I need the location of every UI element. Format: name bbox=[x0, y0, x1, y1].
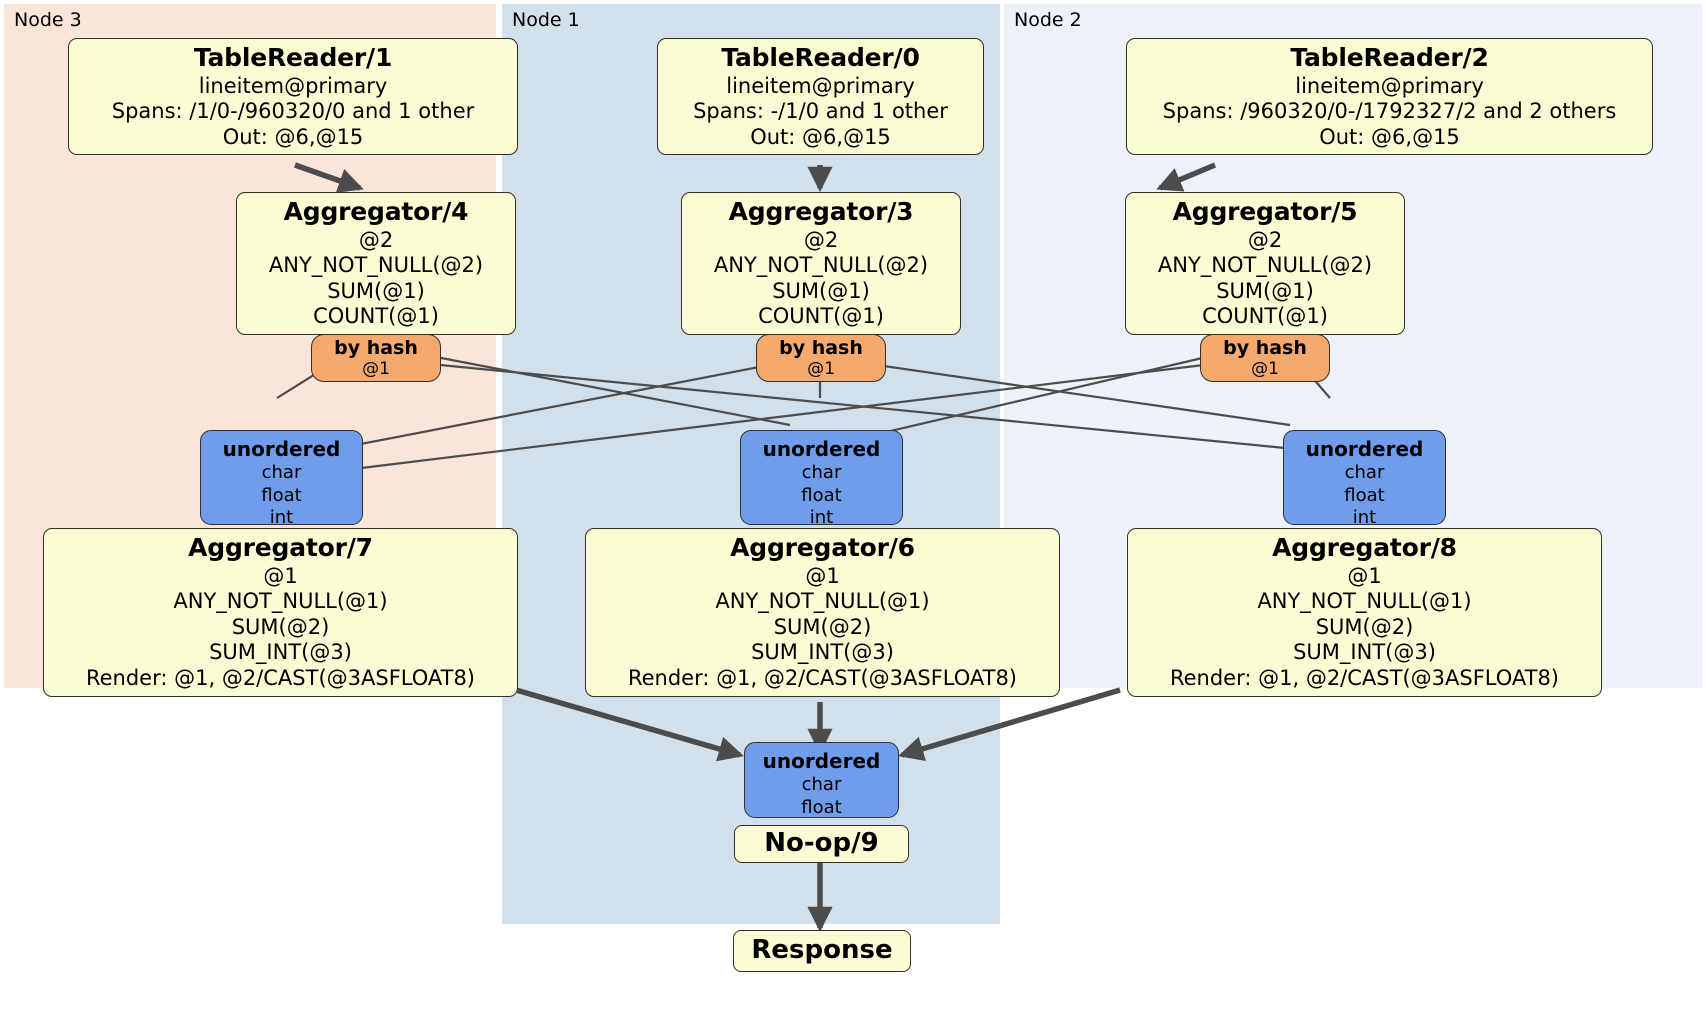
synchronizer-title: unordered bbox=[762, 437, 881, 461]
processor-detail-line: Out: @6,@15 bbox=[1319, 124, 1460, 149]
synchronizer-type: float bbox=[261, 484, 302, 506]
processor-detail-line: @2 bbox=[803, 227, 839, 252]
processor-detail-line: SUM_INT(@3) bbox=[209, 640, 352, 665]
synchronizer-type: int bbox=[269, 507, 294, 528]
processor-detail-line: ANY_NOT_NULL(@2) bbox=[268, 253, 484, 278]
processor-detail-line: lineitem@primary bbox=[198, 73, 388, 98]
processor-detail-line: SUM(@2) bbox=[773, 614, 872, 639]
processor-detail-line: SUM(@2) bbox=[1315, 614, 1414, 639]
processor-detail-line: @1 bbox=[1347, 563, 1382, 588]
router-title: by hash bbox=[1223, 337, 1307, 359]
router-by-hash-center[interactable]: by hash @1 bbox=[756, 334, 886, 382]
processor-detail-line: Spans: -/1/0 and 1 other bbox=[693, 99, 948, 124]
processor-aggregator-3[interactable]: Aggregator/3 @2 ANY_NOT_NULL(@2) SUM(@1)… bbox=[681, 192, 961, 335]
processor-title: Response bbox=[751, 935, 893, 966]
processor-detail-line: SUM(@1) bbox=[772, 278, 870, 303]
processor-aggregator-6[interactable]: Aggregator/6 @1 ANY_NOT_NULL(@1) SUM(@2)… bbox=[585, 528, 1060, 697]
processor-detail-line: COUNT(@1) bbox=[313, 304, 439, 329]
synchronizer-title: unordered bbox=[222, 437, 341, 461]
synchronizer-title: unordered bbox=[762, 749, 881, 773]
processor-detail-line: COUNT(@1) bbox=[1202, 304, 1328, 329]
processor-detail-line: ANY_NOT_NULL(@1) bbox=[1257, 589, 1472, 614]
processor-aggregator-5[interactable]: Aggregator/5 @2 ANY_NOT_NULL(@2) SUM(@1)… bbox=[1125, 192, 1405, 335]
synchronizer-type: float bbox=[801, 796, 842, 818]
router-detail: @1 bbox=[807, 358, 835, 379]
processor-title: Aggregator/7 bbox=[188, 533, 373, 562]
processor-detail-line: ANY_NOT_NULL(@1) bbox=[715, 589, 930, 614]
processor-aggregator-4[interactable]: Aggregator/4 @2 ANY_NOT_NULL(@2) SUM(@1)… bbox=[236, 192, 516, 335]
synchronizer-type: char bbox=[1344, 462, 1385, 483]
processor-title: Aggregator/3 bbox=[728, 197, 914, 226]
processor-aggregator-7[interactable]: Aggregator/7 @1 ANY_NOT_NULL(@1) SUM(@2)… bbox=[43, 528, 518, 697]
synchronizer-type: int bbox=[1352, 507, 1377, 528]
processor-tablereader-0[interactable]: TableReader/0 lineitem@primary Spans: -/… bbox=[657, 38, 984, 156]
processor-detail-line: SUM(@2) bbox=[231, 614, 330, 639]
synchronizer-type: char bbox=[261, 462, 302, 483]
processor-detail-line: SUM(@1) bbox=[1216, 278, 1314, 303]
processor-response[interactable]: Response bbox=[733, 930, 911, 972]
processor-detail-line: @2 bbox=[358, 227, 394, 252]
processor-detail-line: SUM(@1) bbox=[327, 278, 425, 303]
router-title: by hash bbox=[779, 337, 863, 359]
processor-detail-line: Out: @6,@15 bbox=[750, 124, 891, 149]
router-by-hash-left[interactable]: by hash @1 bbox=[311, 334, 441, 382]
router-detail: @1 bbox=[1251, 358, 1279, 379]
processor-title: TableReader/2 bbox=[1290, 43, 1489, 72]
synchronizer-title: unordered bbox=[1305, 437, 1424, 461]
synchronizer-unordered-center[interactable]: unordered char float int bbox=[740, 430, 903, 528]
processor-detail-line: @2 bbox=[1247, 227, 1283, 252]
processor-detail-line: COUNT(@1) bbox=[758, 304, 884, 329]
router-title: by hash bbox=[334, 337, 418, 359]
processor-detail-line: Spans: /960320/0-/1792327/2 and 2 others bbox=[1162, 99, 1617, 124]
processor-tablereader-2[interactable]: TableReader/2 lineitem@primary Spans: /9… bbox=[1126, 38, 1653, 156]
processor-title: No-op/9 bbox=[764, 828, 879, 859]
processor-title: Aggregator/8 bbox=[1272, 533, 1457, 562]
processor-title: TableReader/1 bbox=[193, 43, 393, 72]
processor-detail-line: @1 bbox=[263, 563, 298, 588]
router-by-hash-right[interactable]: by hash @1 bbox=[1200, 334, 1330, 382]
region-node-3-label: Node 3 bbox=[14, 9, 82, 31]
synchronizer-unordered-right[interactable]: unordered char float int bbox=[1283, 430, 1446, 528]
synchronizer-type: int bbox=[809, 507, 834, 528]
processor-title: Aggregator/5 bbox=[1172, 197, 1358, 226]
processor-detail-line: ANY_NOT_NULL(@1) bbox=[173, 589, 388, 614]
region-node-2-label: Node 2 bbox=[1014, 9, 1082, 31]
processor-detail-line: Spans: /1/0-/960320/0 and 1 other bbox=[111, 99, 475, 124]
processor-noop-9[interactable]: No-op/9 bbox=[734, 825, 909, 863]
processor-render-line: Render: @1, @2/CAST(@3ASFLOAT8) bbox=[85, 665, 476, 690]
processor-detail-line: ANY_NOT_NULL(@2) bbox=[713, 253, 929, 278]
synchronizer-unordered-left[interactable]: unordered char float int bbox=[200, 430, 363, 528]
processor-title: Aggregator/4 bbox=[283, 197, 469, 226]
processor-detail-line: ANY_NOT_NULL(@2) bbox=[1157, 253, 1373, 278]
synchronizer-type: char bbox=[801, 774, 842, 795]
region-node-1-label: Node 1 bbox=[512, 9, 580, 31]
processor-render-line: Render: @1, @2/CAST(@3ASFLOAT8) bbox=[1169, 665, 1560, 690]
router-detail: @1 bbox=[362, 358, 390, 379]
synchronizer-type: float bbox=[801, 484, 842, 506]
synchronizer-type: float bbox=[1344, 484, 1385, 506]
processor-detail-line: Out: @6,@15 bbox=[222, 124, 364, 149]
processor-tablereader-1[interactable]: TableReader/1 lineitem@primary Spans: /1… bbox=[68, 38, 518, 156]
processor-detail-line: @1 bbox=[805, 563, 840, 588]
processor-detail-line: SUM_INT(@3) bbox=[751, 640, 894, 665]
processor-render-line: Render: @1, @2/CAST(@3ASFLOAT8) bbox=[627, 665, 1018, 690]
processor-detail-line: SUM_INT(@3) bbox=[1293, 640, 1436, 665]
processor-aggregator-8[interactable]: Aggregator/8 @1 ANY_NOT_NULL(@1) SUM(@2)… bbox=[1127, 528, 1602, 697]
synchronizer-unordered-final[interactable]: unordered char float bbox=[744, 742, 899, 818]
processor-title: TableReader/0 bbox=[721, 43, 920, 72]
processor-detail-line: lineitem@primary bbox=[1295, 73, 1484, 98]
processor-detail-line: lineitem@primary bbox=[726, 73, 915, 98]
synchronizer-type: char bbox=[801, 462, 842, 483]
processor-title: Aggregator/6 bbox=[730, 533, 915, 562]
